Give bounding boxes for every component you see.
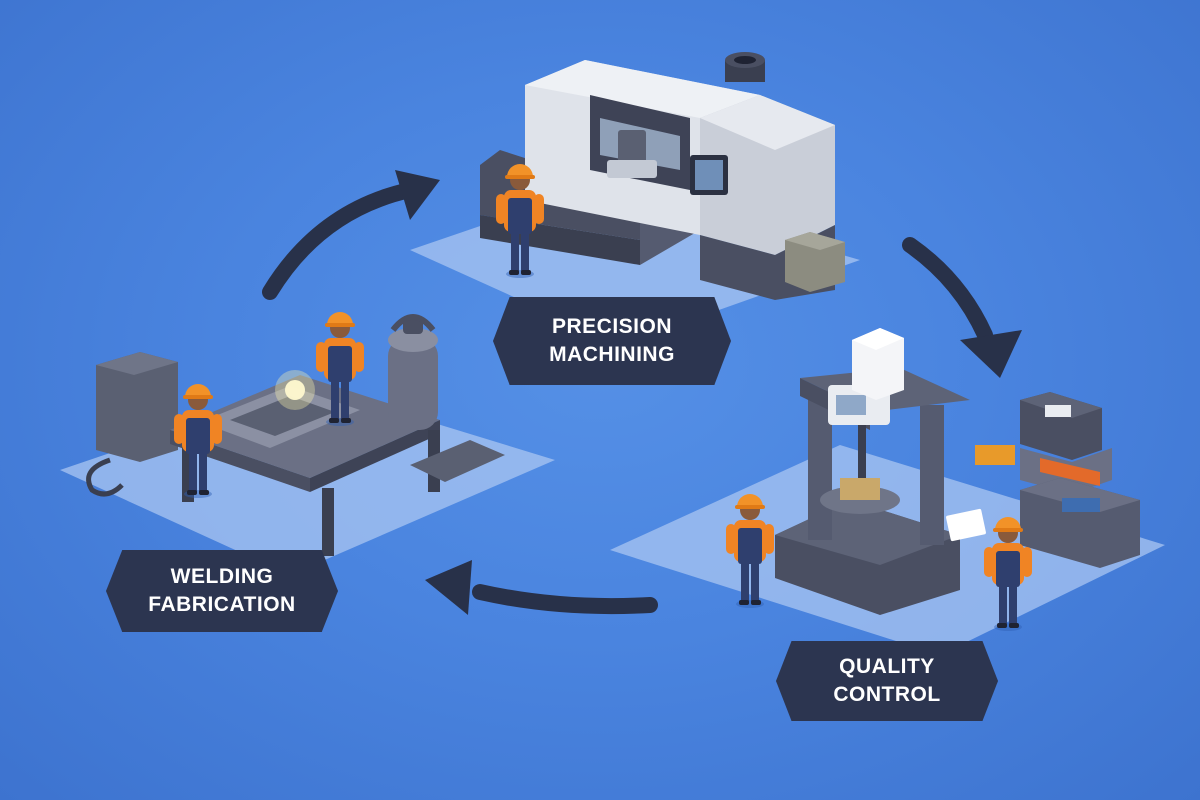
cycle-arrow-icon	[425, 560, 658, 615]
label-line-2: MACHINING	[549, 343, 675, 366]
label-line-2: CONTROL	[833, 683, 941, 706]
label-line-1: QUALITY	[839, 655, 935, 678]
quality-control-label: QUALITY CONTROL	[776, 641, 998, 721]
welding-table-icon	[86, 352, 505, 556]
cycle-arrow-icon	[902, 237, 1022, 378]
precision-machining-label: PRECISION MACHINING	[493, 297, 731, 385]
label-line-2: FABRICATION	[148, 593, 296, 616]
welding-fabrication-label: WELDING FABRICATION	[106, 550, 338, 632]
cmm-machine-icon	[775, 328, 970, 615]
clipboard-icon	[946, 508, 986, 542]
cycle-arrow-icon	[262, 170, 440, 300]
label-line-1: PRECISION	[551, 315, 672, 338]
toolbox-stack-icon	[975, 392, 1140, 568]
gas-cylinder-icon	[388, 314, 438, 430]
label-line-1: WELDING	[170, 565, 274, 588]
